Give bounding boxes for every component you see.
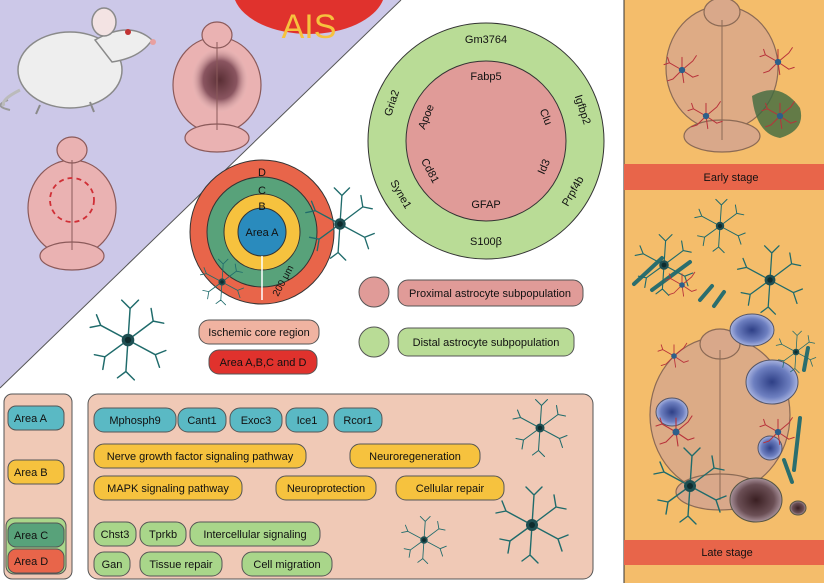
genes_blue-pill-3 bbox=[285, 407, 329, 433]
genes_blue-pill-2 bbox=[229, 407, 283, 433]
distal-label: Distal astrocyte subpopulation bbox=[413, 337, 560, 349]
concentric-areas: D C B Area A 200 μm bbox=[189, 159, 375, 306]
distal-pill bbox=[397, 327, 575, 357]
pathways_yellow-label-4: Cellular repair bbox=[416, 483, 485, 495]
genes_green-label-3: Gan bbox=[102, 559, 123, 571]
inner-gene-1: Clu bbox=[537, 107, 554, 127]
area-d-label: D bbox=[258, 167, 266, 179]
late-stage-label: Late stage bbox=[701, 547, 752, 559]
distal-dot bbox=[358, 326, 390, 358]
proximal-label: Proximal astrocyte subpopulation bbox=[409, 288, 571, 300]
areas-abcd-label: Area A,B,C and D bbox=[220, 357, 307, 369]
genes_green-pill-5 bbox=[241, 551, 333, 577]
early-brain bbox=[663, 0, 802, 153]
genes_blue-label-4: Rcor1 bbox=[343, 415, 372, 427]
genes_green-pill-4 bbox=[139, 551, 223, 577]
late-stage-bar bbox=[624, 540, 824, 565]
genes_blue-label-3: Ice1 bbox=[297, 415, 318, 427]
genes_green-label-0: Chst3 bbox=[101, 529, 130, 541]
genes_blue-label-2: Exoc3 bbox=[241, 415, 272, 427]
genes_green-pill-2 bbox=[189, 521, 321, 547]
genes_green-pill-1 bbox=[139, 521, 187, 547]
brain-lesion-top bbox=[172, 21, 262, 153]
pathways_yellow-label-0: Nerve growth factor signaling pathway bbox=[107, 451, 294, 463]
area-list-b: Area B bbox=[14, 467, 48, 479]
pathways_yellow-pill-3 bbox=[275, 475, 377, 501]
genes_green-label-4: Tissue repair bbox=[149, 559, 213, 571]
ais-title-badge: AIS bbox=[235, 0, 383, 46]
genes_green-label-1: Tprkb bbox=[149, 529, 177, 541]
area-list-c: Area C bbox=[14, 530, 48, 542]
pathways_yellow-label-2: MAPK signaling pathway bbox=[107, 483, 229, 495]
ischemic-core-pill bbox=[198, 319, 320, 345]
early-stage-bar bbox=[624, 164, 824, 190]
ischemic-core-label: Ischemic core region bbox=[208, 327, 310, 339]
genes_green-label-5: Cell migration bbox=[253, 559, 320, 571]
genes_blue-label-1: Cant1 bbox=[187, 415, 216, 427]
areas-abcd-pill bbox=[208, 349, 318, 375]
early-stage-label: Early stage bbox=[703, 172, 758, 184]
pathways_yellow-label-1: Neuroregeneration bbox=[369, 451, 461, 463]
proximal-pill bbox=[397, 279, 584, 307]
mouse-illustration bbox=[0, 7, 156, 115]
area-list-d: Area D bbox=[14, 556, 48, 568]
area-c-label: C bbox=[258, 185, 266, 197]
genes_blue-label-0: Mphosph9 bbox=[109, 415, 160, 427]
area-a-label: Area A bbox=[245, 227, 279, 239]
genes_blue-pill-4 bbox=[333, 407, 383, 433]
genes_green-pill-3 bbox=[93, 551, 131, 577]
pathways_yellow-pill-1 bbox=[349, 443, 481, 469]
area-list: Area A Area B Area C Area D bbox=[5, 405, 67, 575]
pathways_yellow-label-3: Neuroprotection bbox=[287, 483, 365, 495]
proximal-dot bbox=[358, 276, 390, 308]
stage-column: Early stage Late stage bbox=[624, 0, 824, 565]
inner-gene-0: Fabp5 bbox=[470, 71, 501, 83]
inner-gene-3: GFAP bbox=[471, 199, 500, 211]
area-list-a: Area A bbox=[14, 413, 48, 425]
genes_green-pill-0 bbox=[93, 521, 137, 547]
area-b-label: B bbox=[258, 201, 265, 213]
outer-gene-0: Gm3764 bbox=[465, 34, 507, 46]
pathways_yellow-pill-4 bbox=[395, 475, 505, 501]
genes_blue-pill-0 bbox=[93, 407, 177, 433]
brain-core-region bbox=[27, 136, 117, 271]
legend: Ischemic core region Area A,B,C and D Pr… bbox=[198, 276, 584, 375]
late-brain bbox=[632, 198, 817, 525]
inner-gene-2: Id3 bbox=[536, 158, 553, 177]
outer-gene-3: S100β bbox=[470, 236, 502, 248]
genes_green-label-2: Intercellular signaling bbox=[203, 529, 306, 541]
ais-title: AIS bbox=[282, 8, 337, 46]
pathways_yellow-pill-0 bbox=[93, 443, 307, 469]
pathways_yellow-pill-2 bbox=[93, 475, 243, 501]
genes_blue-pill-1 bbox=[177, 407, 227, 433]
